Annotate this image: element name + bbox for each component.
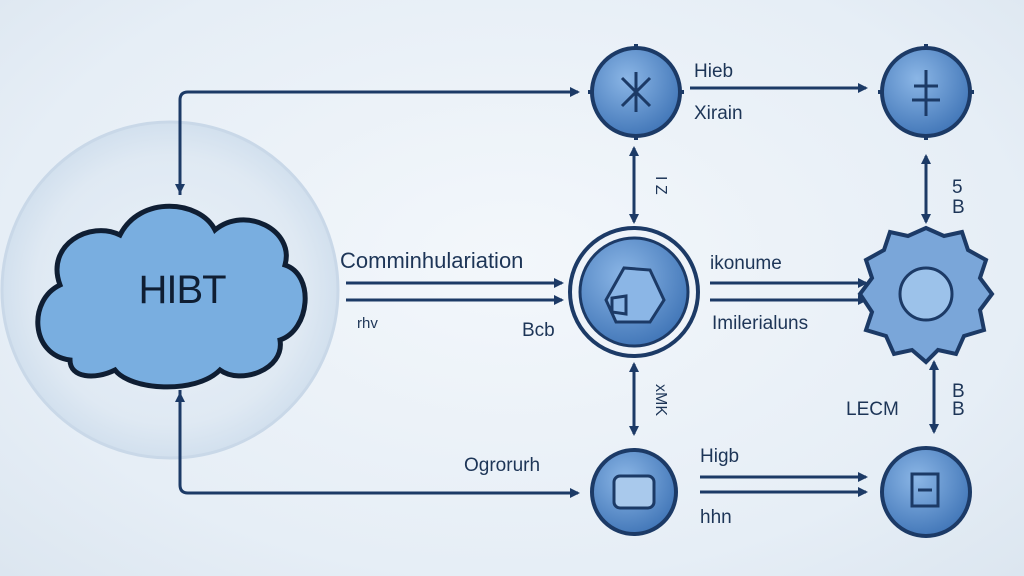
node-center[interactable] bbox=[568, 226, 700, 358]
label-high: Higb bbox=[700, 446, 740, 467]
hibt-cloud[interactable] bbox=[35, 203, 308, 390]
wrench-icon bbox=[912, 70, 940, 116]
label-imilerialuns: Imilerialuns bbox=[712, 313, 809, 334]
label-ikonume: ikonume bbox=[710, 253, 782, 274]
hub-label: HIBT bbox=[138, 268, 226, 312]
gem-icon bbox=[898, 266, 954, 322]
label-top-vertical: I Z bbox=[652, 176, 669, 195]
device-icon bbox=[910, 472, 940, 508]
label-right-b2: B bbox=[952, 399, 965, 420]
arrow-bottom-row bbox=[700, 472, 868, 497]
label-five-b2: B bbox=[952, 197, 965, 218]
label-ogrorurh: Ogrorurh bbox=[464, 455, 541, 476]
node-top-center[interactable] bbox=[588, 44, 684, 140]
label-hieb: Hieb bbox=[694, 61, 734, 82]
packages-icon bbox=[604, 266, 666, 324]
jar-icon bbox=[612, 474, 656, 510]
label-bcb: Bcb bbox=[522, 320, 555, 341]
label-five-b: 5 bbox=[952, 177, 963, 198]
arrow-hub-to-bottom bbox=[175, 390, 580, 498]
label-mid-vertical: xMK bbox=[652, 384, 669, 416]
label-rhv: rhv bbox=[357, 315, 378, 332]
label-comm: Comminhulariation bbox=[340, 248, 524, 273]
label-hhn: hhn bbox=[700, 507, 732, 528]
node-bottom-center[interactable] bbox=[590, 448, 678, 536]
arrow-center-to-right bbox=[710, 278, 868, 305]
tools-icon bbox=[620, 72, 652, 112]
node-bottom-right[interactable] bbox=[880, 446, 972, 538]
label-right-b: B bbox=[952, 381, 965, 402]
node-right-hub[interactable] bbox=[857, 225, 995, 365]
label-lecm: LECM bbox=[846, 399, 899, 420]
node-top-right[interactable] bbox=[878, 44, 974, 140]
arrow-hub-to-center bbox=[346, 278, 564, 305]
label-xirain: Xirain bbox=[694, 103, 743, 124]
arrow-hub-to-top bbox=[175, 87, 580, 195]
